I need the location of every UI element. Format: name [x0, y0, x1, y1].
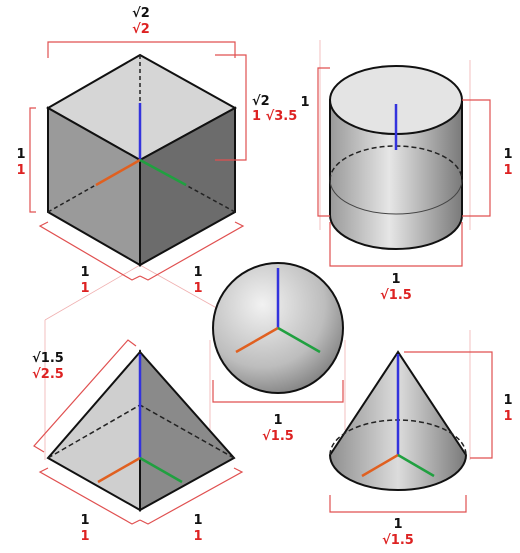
cone-shape — [328, 350, 468, 491]
cone-height-label-alt: 1 — [503, 409, 512, 424]
sphere-x-axis — [235, 326, 279, 354]
pyramid-slant-label-alt: √2.5 — [32, 367, 64, 382]
cone-height-label: 1 — [503, 393, 512, 408]
cylinder-diameter-label-alt: √1.5 — [380, 288, 412, 303]
pyramid-right-face — [139, 349, 236, 512]
cube-dimensions — [29, 41, 247, 281]
sphere-diameter-label: 1 — [273, 413, 282, 428]
cube-shape — [45, 53, 238, 267]
sphere-shape — [212, 262, 344, 394]
cylinder-shape — [329, 65, 463, 250]
pyramid-bottom-right-label-alt: 1 — [193, 529, 202, 544]
cube-right-label: √2 — [252, 94, 270, 109]
cube-height-label: 1 — [16, 147, 25, 162]
pyramid-x-axis — [97, 456, 141, 484]
cube-x-axis — [95, 158, 141, 187]
pyramid-bottom-left-label-alt: 1 — [80, 529, 89, 544]
cylinder-right-label: 1 — [503, 147, 512, 162]
cone-diameter-label: 1 — [393, 517, 402, 532]
cone-dimensions — [329, 351, 493, 513]
cube-bottom-left-label-alt: 1 — [80, 281, 89, 296]
sphere-dimensions — [212, 380, 344, 403]
pyramid-dimensions — [33, 339, 244, 525]
cylinder-body — [329, 99, 463, 250]
cube-right-label-alt: 1 √3.5 — [252, 109, 297, 124]
cylinder-left-label: 1 — [300, 95, 309, 110]
cone-y-axis — [397, 453, 435, 478]
cube-top-label: √2 — [132, 6, 150, 21]
cube-top-label-alt: √2 — [132, 22, 150, 37]
pyramid-bottom-right-label: 1 — [193, 513, 202, 528]
cone-x-axis — [361, 453, 399, 478]
pyramid-slant-label: √1.5 — [32, 351, 64, 366]
pyramid-y-axis — [139, 456, 183, 484]
cube-bottom-right-label-alt: 1 — [193, 281, 202, 296]
cylinder-right-label-alt: 1 — [503, 163, 512, 178]
cylinder-diameter-label: 1 — [391, 272, 400, 287]
pyramid-bottom-left-label: 1 — [80, 513, 89, 528]
cube-y-axis — [139, 158, 187, 187]
cylinder-dimensions — [317, 67, 491, 267]
sphere-y-axis — [277, 326, 321, 354]
pyramid-shape — [46, 349, 236, 512]
cube-bottom-left-label: 1 — [80, 265, 89, 280]
sphere-diameter-label-alt: √1.5 — [262, 429, 294, 444]
cube-bottom-right-label: 1 — [193, 265, 202, 280]
cone-diameter-label-alt: √1.5 — [382, 533, 414, 548]
cube-height-label-alt: 1 — [16, 163, 25, 178]
